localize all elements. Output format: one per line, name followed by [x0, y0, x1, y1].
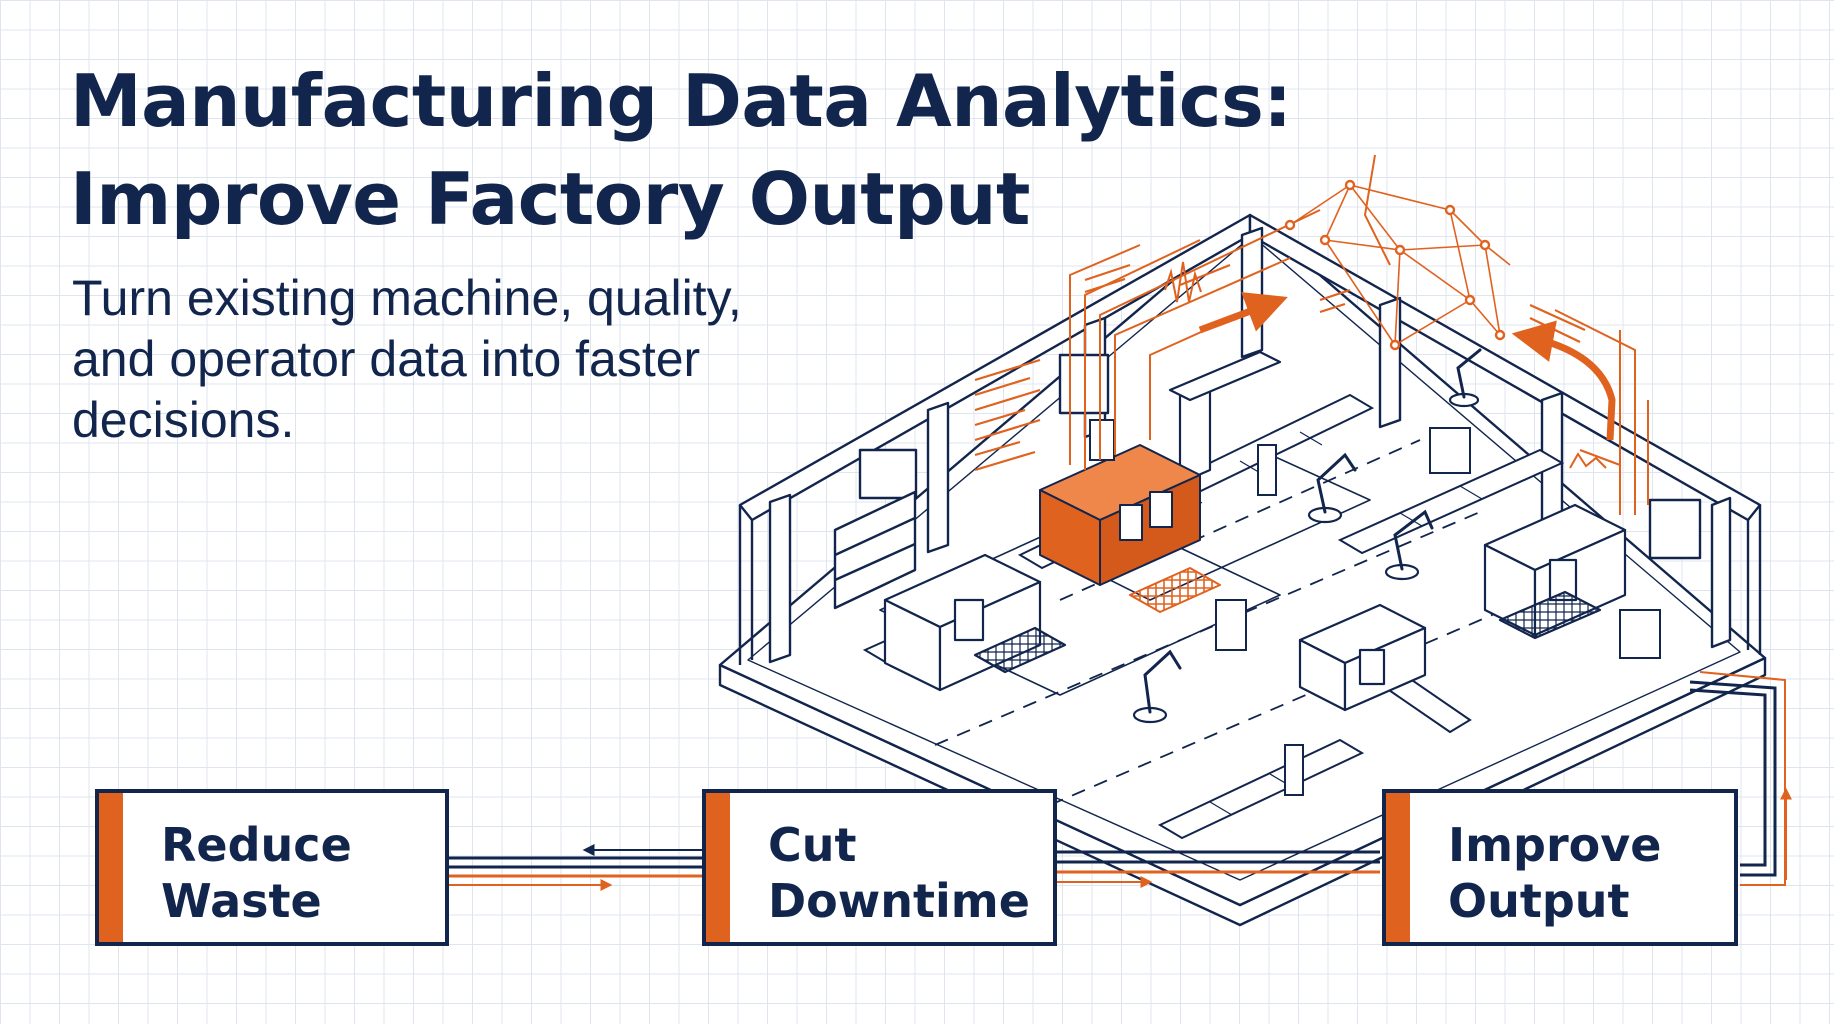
control-panel-icon — [1089, 419, 1661, 796]
card-label: Cut Downtime — [768, 818, 1030, 928]
title-line-2: Improve Factory Output — [70, 157, 1030, 241]
page-subtitle: Turn existing machine, quality, and oper… — [72, 270, 742, 448]
card-accent-bar — [706, 793, 730, 942]
title-line-1: Manufacturing Data Analytics: — [70, 59, 1292, 143]
data-annotations — [974, 154, 1649, 515]
card-label: Improve Output — [1448, 818, 1662, 928]
connector-lines — [449, 671, 1792, 891]
card-accent-bar — [99, 793, 123, 942]
page-title: Manufacturing Data Analytics: Improve Fa… — [70, 52, 1292, 248]
cut-downtime-card: Cut Downtime — [702, 789, 1057, 946]
cnc-machine-icon — [883, 350, 1627, 712]
card-accent-bar — [1386, 793, 1410, 942]
highlighted-machine — [1039, 444, 1221, 613]
reduce-waste-card: Reduce Waste — [95, 789, 449, 946]
improve-output-card: Improve Output — [1382, 789, 1738, 946]
robot-arm-icon — [1132, 348, 1482, 724]
factory-floor-illustration — [718, 213, 1767, 927]
card-label: Reduce Waste — [161, 818, 352, 928]
data-network-icon — [1284, 179, 1511, 351]
